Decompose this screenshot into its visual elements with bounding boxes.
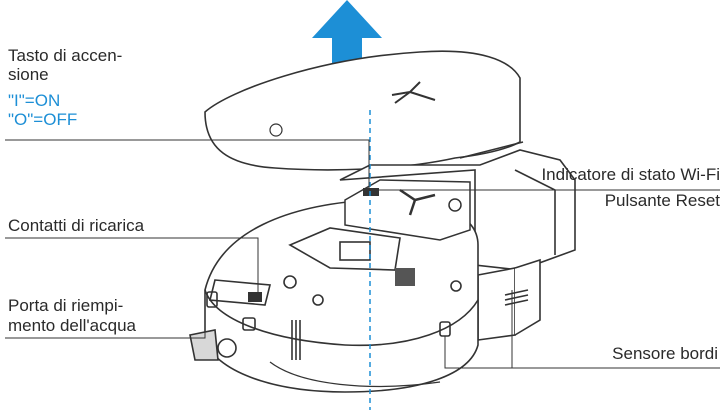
water-port-label-line2: mento dell'acqua — [8, 316, 136, 335]
power-off-label: "O"=OFF — [8, 110, 77, 129]
power-button-label-line1: Tasto di accen- — [8, 46, 122, 65]
reset-button-label: Pulsante Reset — [605, 191, 720, 210]
charging-contacts-label: Contatti di ricarica — [8, 216, 144, 235]
power-button-label-line2: sione — [8, 65, 49, 84]
lid — [205, 51, 523, 170]
edge-sensor-label: Sensore bordi — [612, 344, 718, 363]
wifi-indicator-label: Indicatore di stato Wi-Fi — [541, 165, 720, 184]
water-port-label-line1: Porta di riempi- — [8, 296, 123, 315]
power-on-label: "I"=ON — [8, 91, 60, 110]
